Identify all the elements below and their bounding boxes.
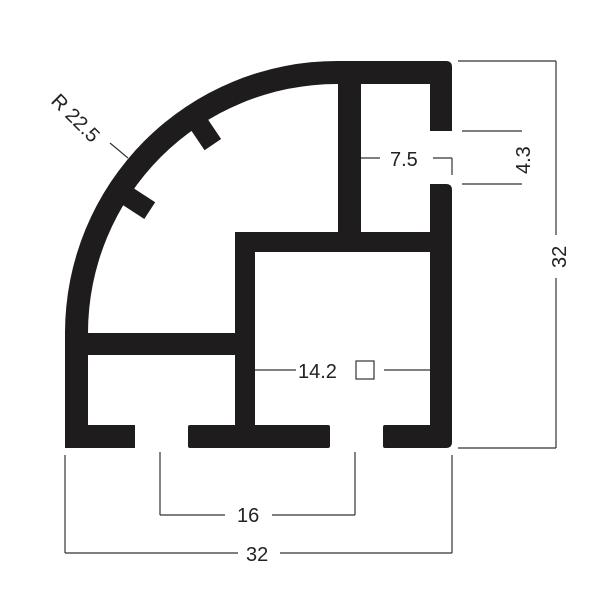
arc-tooth: [120, 186, 156, 220]
aluminium-profile: [65, 61, 452, 448]
divider-vertical: [338, 80, 361, 240]
bottom-flange: [65, 425, 135, 448]
slot-opening-label: 4.3: [513, 146, 535, 174]
height-label: 32: [549, 246, 571, 268]
width-label: 32: [246, 544, 268, 566]
arc-tooth: [188, 115, 222, 151]
left-wall: [65, 330, 88, 448]
arc-wall: [65, 61, 452, 333]
bottom-flange: [383, 425, 443, 448]
square-symbol-icon: [355, 360, 375, 380]
radius-leader: [109, 142, 129, 159]
bottom-flange: [188, 425, 330, 448]
shelf: [65, 333, 255, 355]
inner-square-label: 14.2: [298, 361, 337, 383]
radius-label: R 22.5: [46, 90, 103, 147]
divider-horizontal: [235, 232, 435, 252]
right-wall: [430, 184, 452, 448]
slot-spacing-label: 16: [237, 505, 259, 527]
slot-width-label: 7.5: [390, 149, 418, 171]
